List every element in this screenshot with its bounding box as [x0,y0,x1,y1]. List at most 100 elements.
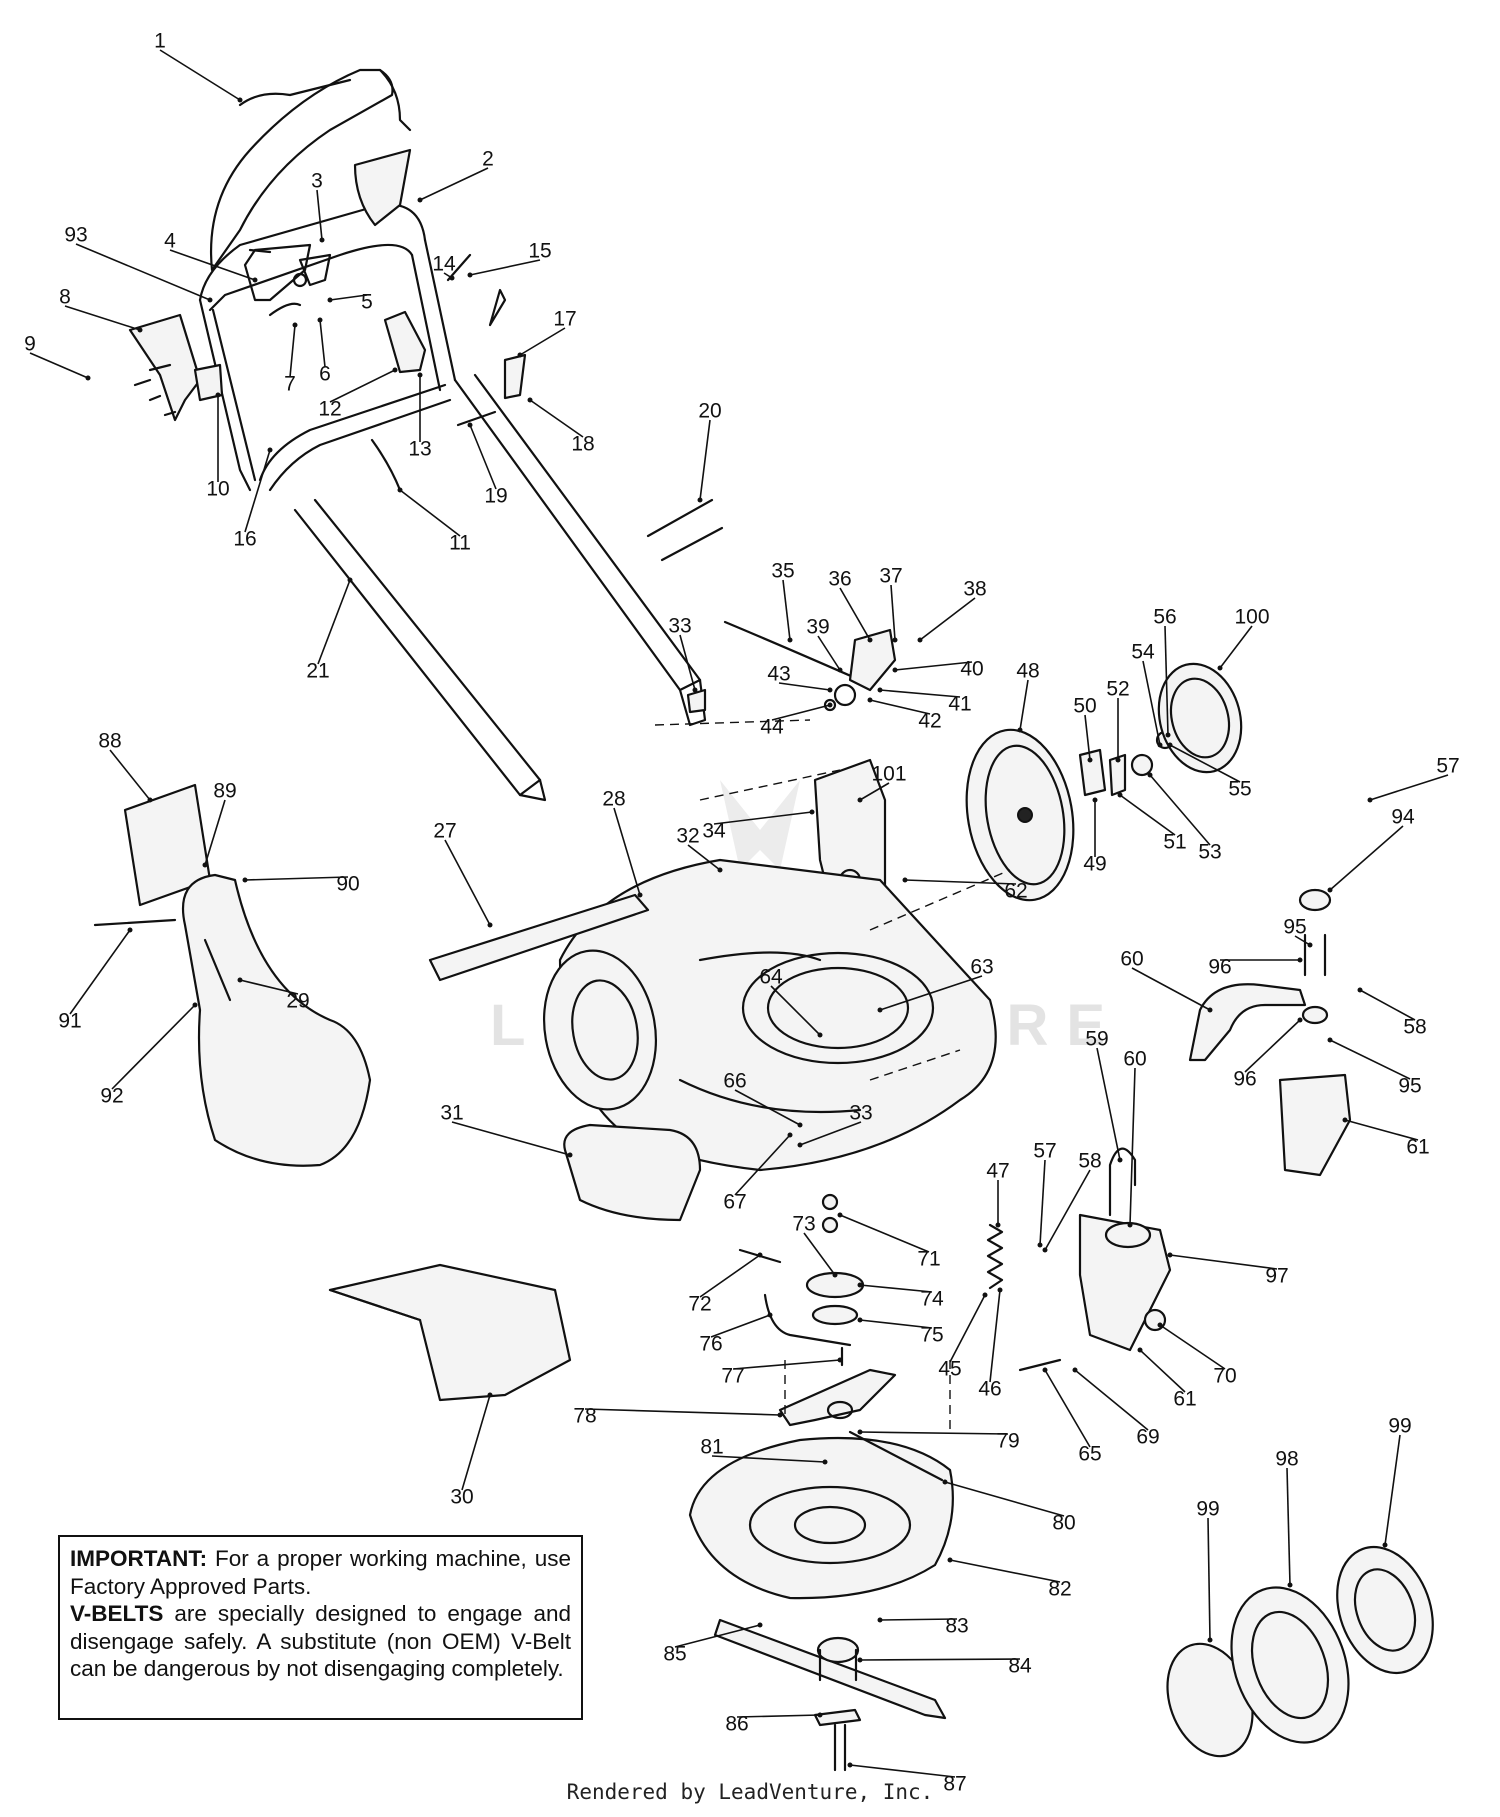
callout-76: 76 [699,1333,722,1356]
callout-arrowhead [917,637,923,643]
callout-leader [1344,1119,1419,1141]
callout-arrowhead [1297,1017,1303,1023]
callout-leader [244,449,271,533]
callout-arrowhead [147,797,153,803]
callout-arrowhead [252,277,258,283]
callout-leader [839,1214,930,1253]
callout-21: 21 [306,660,329,683]
callout-4: 4 [164,230,176,253]
callout-arrowhead [997,1287,1003,1293]
callout-1: 1 [154,30,166,53]
callout-arrowhead [1037,1242,1043,1248]
callout-arrowhead [692,687,698,693]
callout-101: 101 [871,763,906,786]
callout-arrowhead [327,297,333,303]
callout-84: 84 [1008,1655,1032,1678]
callout-arrowhead [467,272,473,278]
callout-leader [1244,1019,1301,1073]
callout-2: 2 [482,148,494,171]
callout-7: 7 [284,373,296,396]
callout-leader [329,294,368,301]
callout-arrowhead [1342,1117,1348,1123]
callout-41: 41 [948,693,971,716]
callout-95: 95 [1283,916,1306,939]
callout-arrowhead [192,1002,198,1008]
callout-99: 99 [1196,1498,1219,1521]
callout-arrowhead [527,397,533,403]
callout-82: 82 [1048,1578,1071,1601]
callout-arrowhead [1092,797,1098,803]
callout-83: 83 [945,1615,968,1638]
callout-arrowhead [892,667,898,673]
callout-leader [469,259,541,276]
callout-81: 81 [700,1436,723,1459]
cable-guide [383,310,427,374]
callout-leader [1329,825,1404,891]
callout-leader [29,352,89,379]
callout-arrowhead [827,687,833,693]
callout-leader [1359,989,1416,1021]
callout-28: 28 [602,788,625,811]
callout-66: 66 [723,1070,746,1093]
callout-arrowhead [1207,1637,1213,1643]
callout-45: 45 [938,1358,961,1381]
callout-leader [1219,625,1253,669]
callout-arrowhead [1165,732,1171,738]
callout-leader [1019,679,1029,731]
callout-40: 40 [960,658,983,681]
callout-leader [109,749,151,801]
bracket-upper [686,688,707,714]
control-bracket [128,313,224,422]
callout-arrowhead [697,497,703,503]
drive-rod [848,1430,944,1482]
callout-leader [699,1254,761,1298]
callout-arrowhead [787,637,793,643]
callout-arrowhead [1127,1222,1133,1228]
callout-leader [1294,935,1311,946]
callout-arrowhead [1157,1322,1163,1328]
callout-9: 9 [24,333,36,356]
callout-58: 58 [1078,1150,1101,1173]
callout-15: 15 [528,240,551,263]
callout-79: 79 [996,1430,1019,1453]
callout-47: 47 [986,1160,1009,1183]
callout-72: 72 [688,1293,711,1316]
callout-arrowhead [837,667,843,673]
hub-cap [1157,662,1243,774]
callout-leader [734,1089,801,1126]
callout-20: 20 [698,400,721,423]
callout-leader [879,975,983,1011]
callout-63: 63 [970,956,993,979]
callout-54: 54 [1131,641,1155,664]
callout-86: 86 [725,1713,748,1736]
mulch-plug [563,1123,702,1222]
callout-arrowhead [1042,1367,1048,1373]
callout-leader [859,1319,933,1329]
callout-arrowhead [1327,887,1333,893]
callout-leader [239,979,299,995]
callout-leader [399,489,461,537]
callout-arrowhead [857,1282,863,1288]
callout-leader [1074,1369,1149,1431]
blade-housing [688,1436,954,1600]
callout-leader [734,1134,791,1196]
callout-arrowhead [207,297,213,303]
callout-10: 10 [206,478,229,501]
callout-100: 100 [1234,606,1269,629]
lower-handle [293,373,707,802]
callout-52: 52 [1106,678,1129,701]
rear-skirt [428,893,650,982]
callout-leader [949,1294,986,1363]
callout-leader [316,189,323,241]
callout-arrowhead [637,892,643,898]
callout-13: 13 [408,438,431,461]
callout-arrowhead [1367,797,1373,803]
callout-leader [687,844,721,871]
callout-leader [1084,714,1091,761]
callout-leader [1149,774,1211,846]
important-text: For a proper working machine, use Factor… [70,1546,571,1599]
callout-arrowhead [837,1357,843,1363]
spring [986,1223,1004,1290]
callout-62: 62 [1004,880,1027,903]
callout-leader [1164,625,1169,736]
